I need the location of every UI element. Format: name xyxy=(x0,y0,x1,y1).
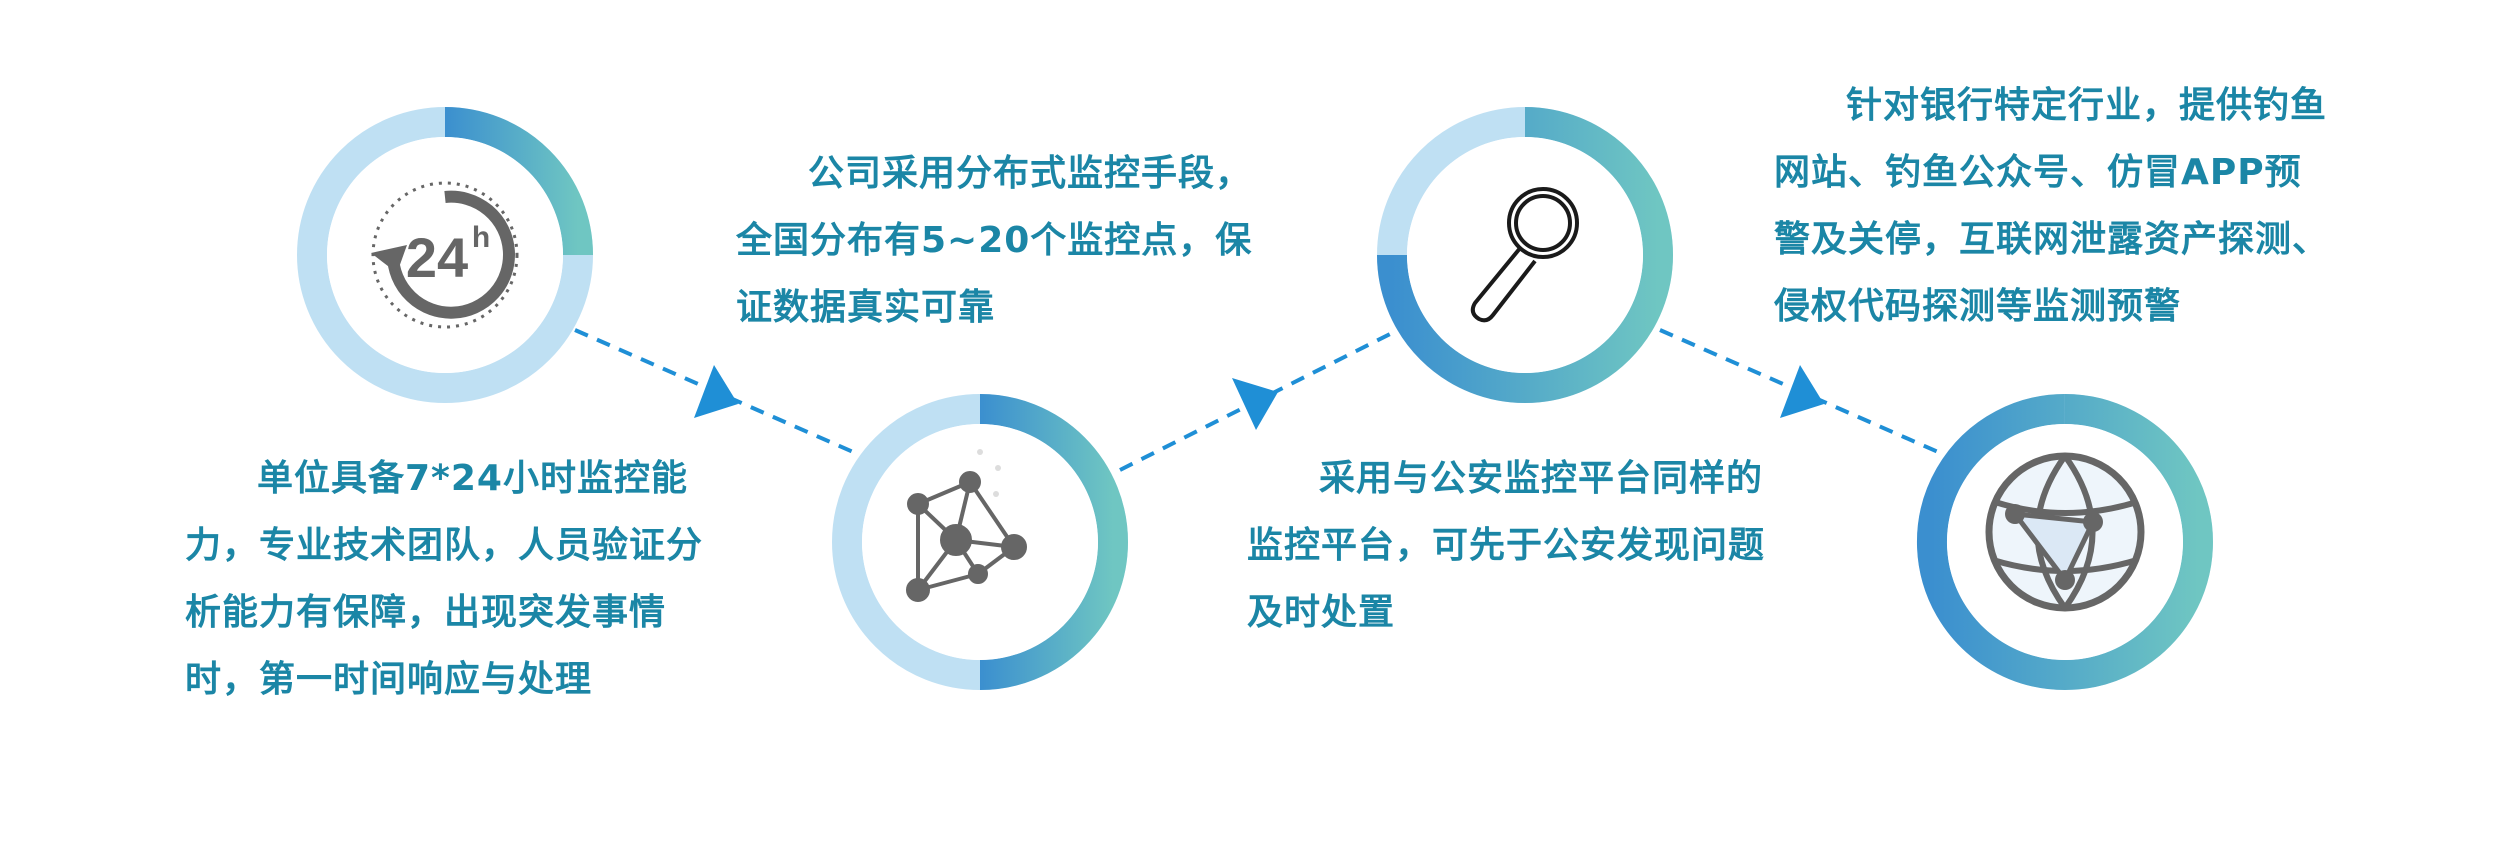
network-nodes-icon xyxy=(906,449,1027,602)
arrow-1-2-icon xyxy=(694,365,738,418)
arrow-3-4-icon xyxy=(1780,365,1824,418)
clock-24h-icon: 24 h xyxy=(371,181,519,329)
step-2-description: 公司采用分布式监控手段，全国分布有5~20个监控点，保证数据真实可靠 xyxy=(736,153,1253,328)
step-1-description: 单位具备7*24小时监控能力，专业技术团队，人员验证分析能力有保障，出现突发事情… xyxy=(185,458,704,700)
arrow-2-3-icon xyxy=(1232,378,1278,430)
magnifier-icon xyxy=(1470,187,1579,323)
step-2-ring xyxy=(832,394,1128,690)
clock-24-label: 24 xyxy=(406,226,468,289)
step-3-description: 采用与公安监控平台同样的监控平台，可先于公安发现问题及时处置 xyxy=(1247,458,1766,633)
clock-h-label: h xyxy=(472,221,490,254)
step-3-ring xyxy=(1377,107,1673,403)
globe-network-icon xyxy=(1985,452,2145,612)
step-1-ring: 24 h xyxy=(297,107,593,403)
step-4-description: 针对银行特定行业，提供钓鱼网站、钓鱼公众号、仿冒APP预警及关停，互联网泄露资产… xyxy=(1774,85,2330,327)
step-4-ring xyxy=(1916,394,2213,690)
